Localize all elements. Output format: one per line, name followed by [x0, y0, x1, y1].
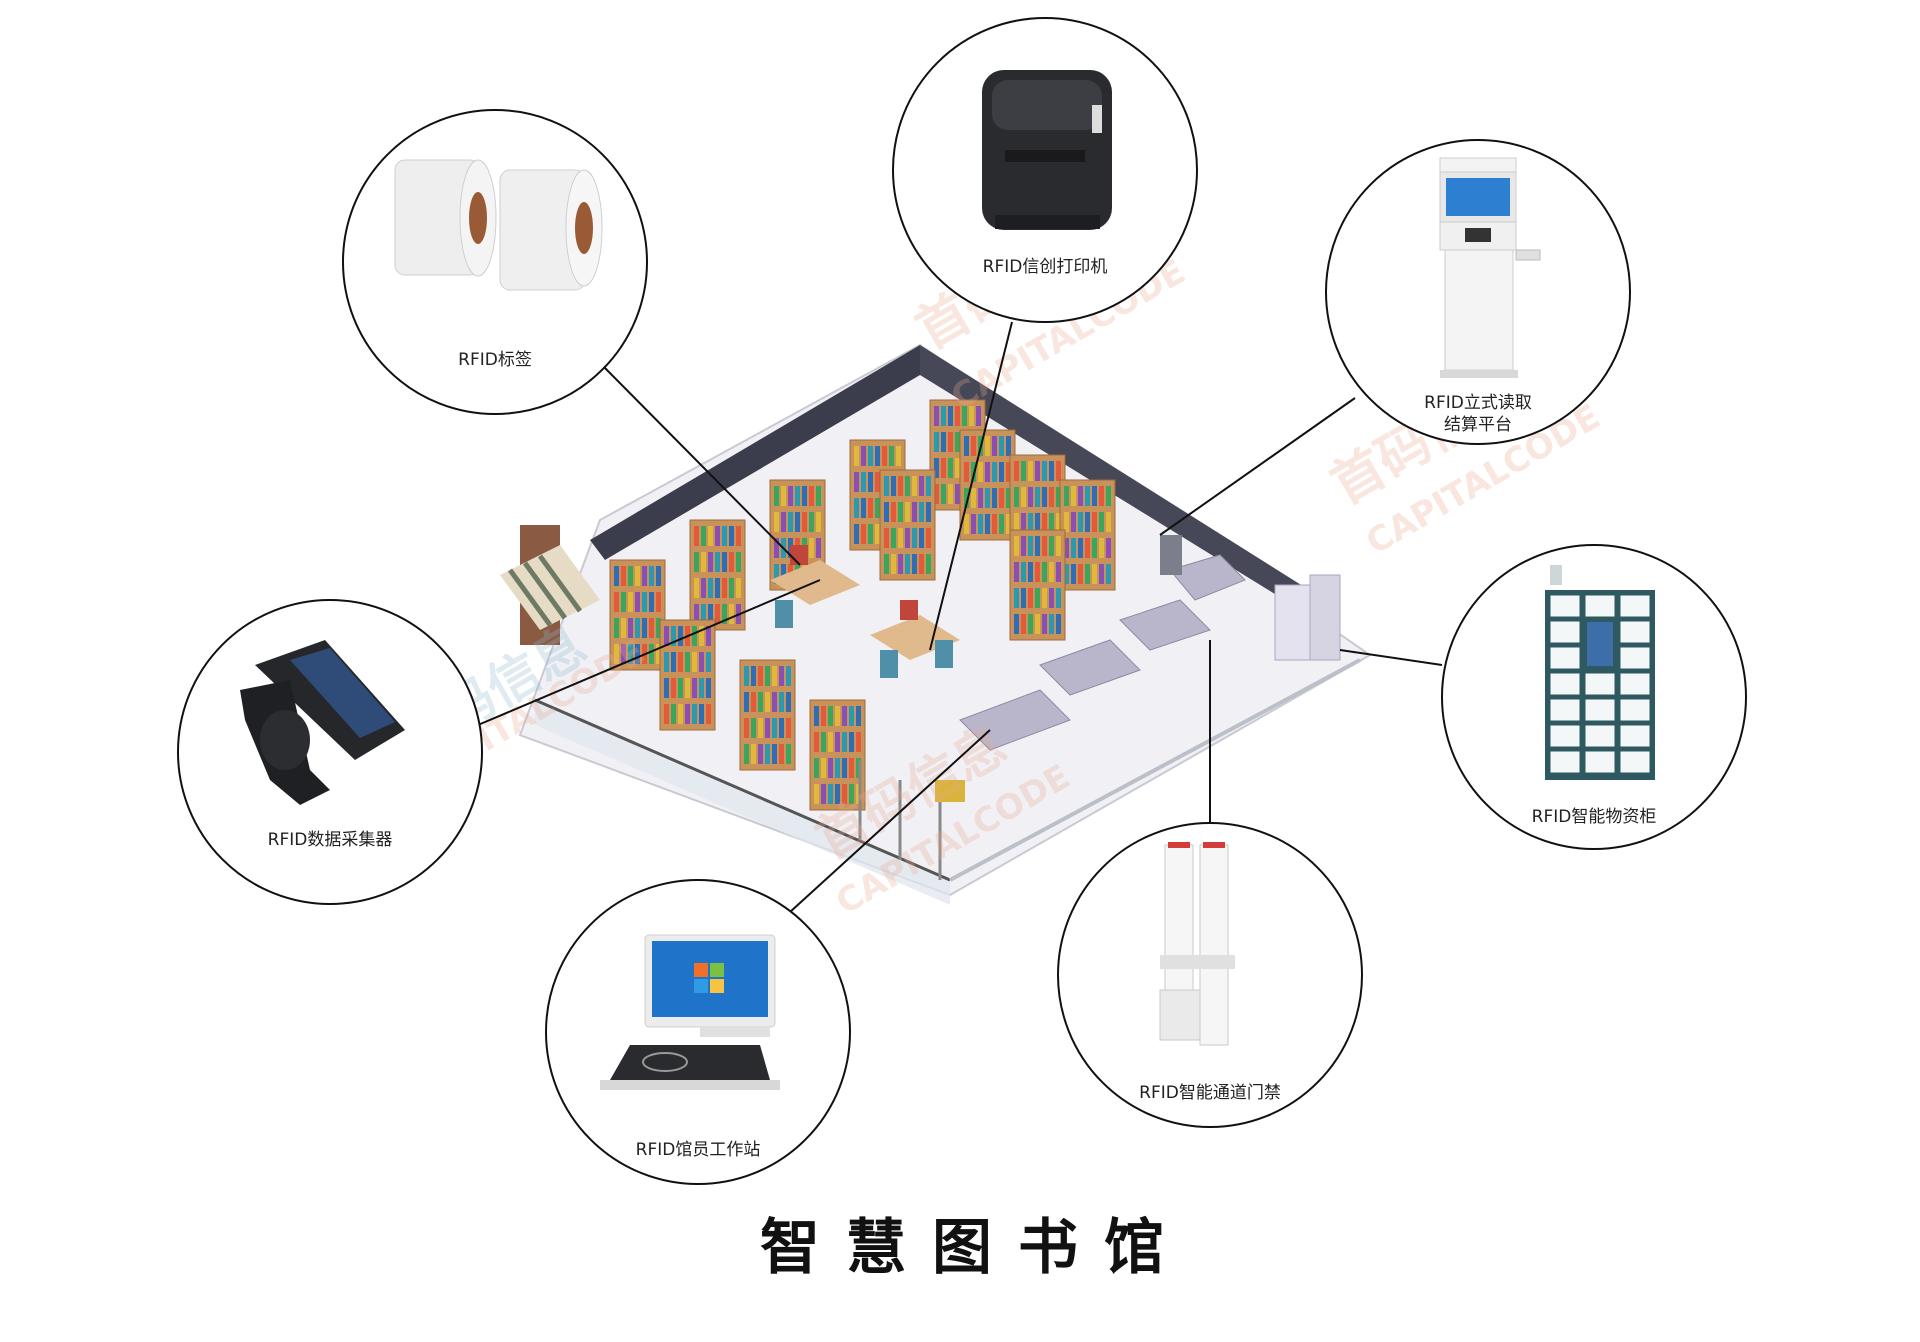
security-gate-icon — [1159, 842, 1235, 1046]
room-front-glass — [535, 700, 950, 905]
tag-roll-icon — [394, 159, 603, 291]
connector-lines — [477, 321, 1443, 913]
bookshelf — [689, 519, 746, 631]
gate-label: RFID智能通道门禁 — [1139, 1083, 1281, 1103]
cabinet-label: RFID智能物资柜 — [1532, 807, 1657, 827]
device-rfid-gate[interactable]: RFID智能通道门禁 — [1057, 822, 1363, 1128]
bookshelf — [959, 429, 1016, 541]
printer-icon — [982, 70, 1112, 230]
bookshelf — [1009, 529, 1066, 641]
bookshelves — [609, 399, 1116, 811]
workstation-label: RFID馆员工作站 — [636, 1140, 761, 1160]
checkout-counters — [959, 535, 1341, 751]
bookshelf — [659, 619, 716, 731]
reading-table — [770, 545, 960, 678]
entrance-gates — [858, 760, 965, 880]
device-rfid-tag[interactable]: RFID标签 — [342, 109, 648, 415]
bookshelf — [879, 469, 936, 581]
room-back-wall-left — [590, 345, 920, 560]
device-rfid-cabinet[interactable]: RFID智能物资柜 — [1441, 544, 1747, 850]
kiosk-label-line2: 结算平台 — [1444, 415, 1512, 435]
library-room — [500, 343, 1372, 905]
bookshelf — [609, 559, 666, 671]
device-rfid-workstation[interactable]: RFID馆员工作站 — [545, 879, 851, 1185]
printer-label: RFID信创打印机 — [983, 257, 1108, 277]
handheld-scanner-icon — [240, 640, 405, 805]
page-title: 智慧图书馆 — [760, 1213, 1190, 1283]
device-rfid-kiosk[interactable]: RFID立式读取 结算平台 — [1325, 139, 1631, 445]
device-rfid-printer[interactable]: RFID信创打印机 — [892, 17, 1198, 323]
kiosk-label-line1: RFID立式读取 — [1424, 393, 1532, 413]
bookshelf — [1059, 479, 1116, 591]
entrance-awning — [500, 525, 600, 645]
room-back-wall-right — [920, 345, 1325, 625]
workstation-icon — [600, 934, 780, 1090]
collector-label: RFID数据采集器 — [268, 830, 393, 850]
bookshelf — [809, 699, 866, 811]
kiosk-icon — [1439, 157, 1541, 378]
bookshelf — [739, 659, 796, 771]
device-rfid-collector[interactable]: RFID数据采集器 — [177, 599, 483, 905]
smart-cabinet-icon — [1545, 565, 1655, 780]
tag-label: RFID标签 — [458, 350, 532, 370]
